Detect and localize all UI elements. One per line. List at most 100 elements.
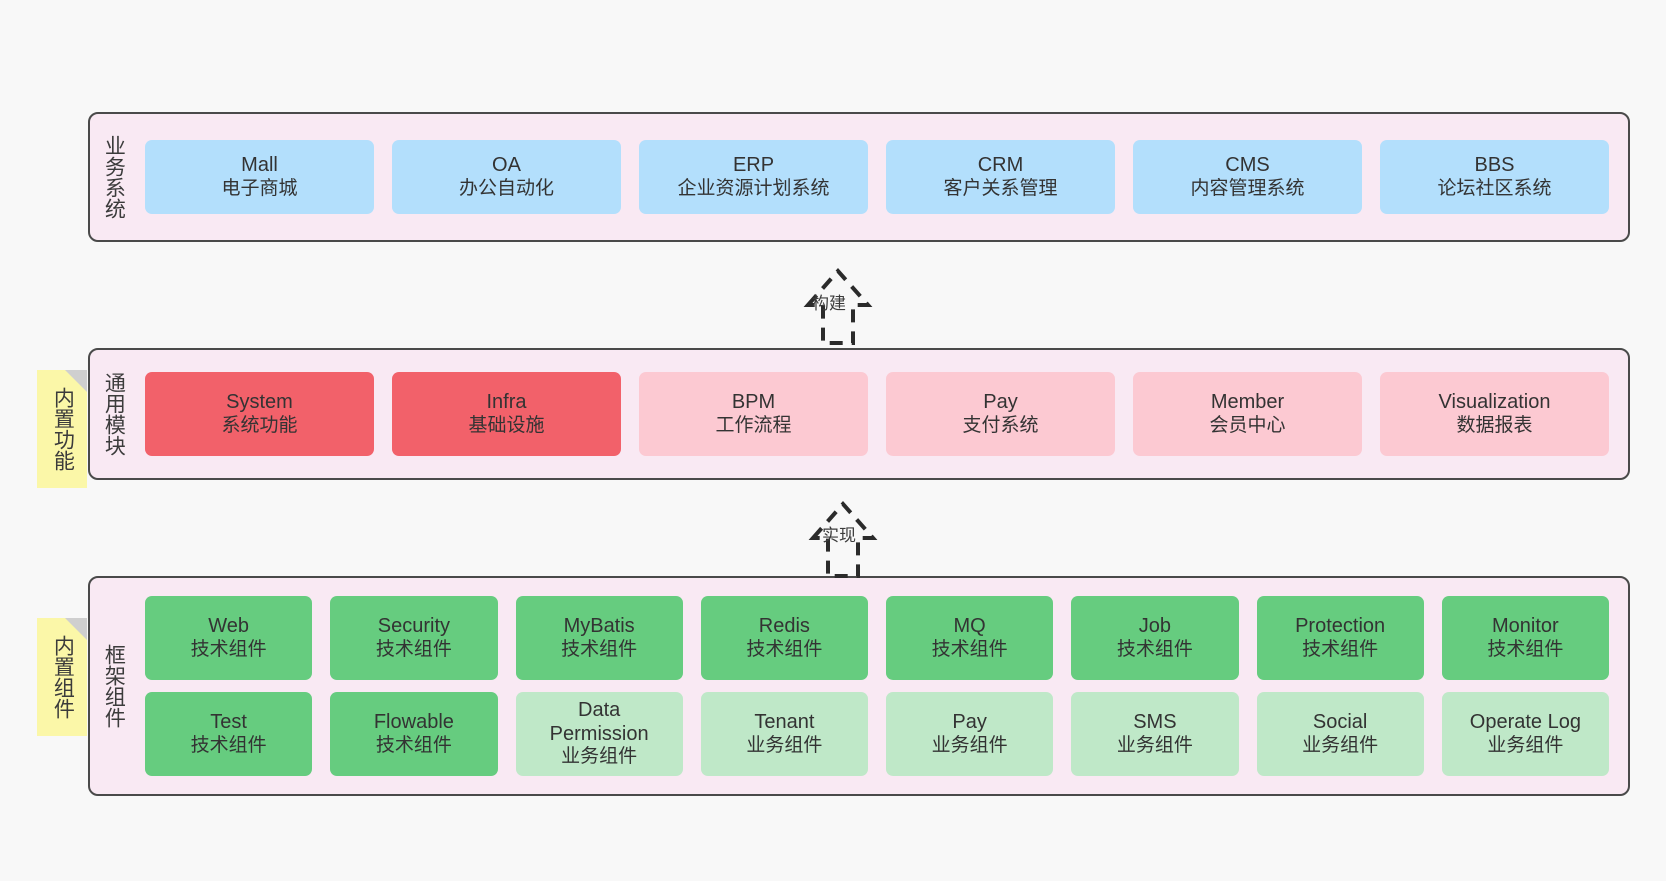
layer-business-system: 业务系统 Mall 电子商城 OA 办公自动化 ERP 企业资源计划系统 CRM… bbox=[88, 112, 1630, 242]
card-visualization-cn: 数据报表 bbox=[1456, 414, 1533, 436]
card-redis-en: Redis bbox=[758, 615, 810, 637]
card-bpm-en: BPM bbox=[731, 391, 776, 413]
note-builtin-function: 内置功能 bbox=[37, 370, 87, 488]
card-system-en: System bbox=[226, 391, 293, 413]
card-tenant-en: Tenant bbox=[754, 711, 815, 733]
card-flowable-cn: 技术组件 bbox=[375, 734, 452, 756]
card-sms-en: SMS bbox=[1133, 711, 1177, 733]
card-erp-en: ERP bbox=[732, 154, 775, 176]
card-web-cn: 技术组件 bbox=[190, 638, 267, 660]
card-protection-cn: 技术组件 bbox=[1302, 638, 1379, 660]
layer-common-module-title: 通用模块 bbox=[102, 372, 126, 456]
card-system[interactable]: System 系统功能 bbox=[145, 372, 374, 456]
card-infra-cn: 基础设施 bbox=[468, 414, 545, 436]
card-mall-en: Mall bbox=[241, 154, 278, 176]
card-mq-cn: 技术组件 bbox=[931, 638, 1008, 660]
card-web[interactable]: Web 技术组件 bbox=[145, 596, 313, 680]
implement-arrow-shape bbox=[808, 500, 878, 578]
card-bbs-cn: 论坛社区系统 bbox=[1437, 177, 1552, 199]
card-monitor-cn: 技术组件 bbox=[1487, 638, 1564, 660]
card-monitor-en: Monitor bbox=[1492, 615, 1559, 637]
card-security-cn: 技术组件 bbox=[375, 638, 452, 660]
card-mybatis[interactable]: MyBatis 技术组件 bbox=[515, 596, 683, 680]
layer-business-system-cards: Mall 电子商城 OA 办公自动化 ERP 企业资源计划系统 CRM 客户关系… bbox=[136, 114, 1628, 240]
note-builtin-component-label: 内置组件 bbox=[51, 635, 75, 719]
card-oa-en: OA bbox=[492, 154, 521, 176]
layer-business-system-title: 业务系统 bbox=[102, 135, 126, 219]
card-visualization-en: Visualization bbox=[1438, 391, 1551, 413]
card-sms-cn: 业务组件 bbox=[1116, 734, 1193, 756]
card-member[interactable]: Member 会员中心 bbox=[1133, 372, 1362, 456]
card-test-en: Test bbox=[210, 711, 247, 733]
card-bpm[interactable]: BPM 工作流程 bbox=[639, 372, 868, 456]
card-protection-en: Protection bbox=[1295, 615, 1386, 637]
card-flowable[interactable]: Flowable 技术组件 bbox=[330, 692, 498, 776]
card-mq-en: MQ bbox=[953, 615, 986, 637]
card-infra-en: Infra bbox=[486, 391, 527, 413]
implement-arrow: 实现 bbox=[765, 490, 935, 585]
card-test-cn: 技术组件 bbox=[190, 734, 267, 756]
card-bbs-en: BBS bbox=[1474, 154, 1515, 176]
card-web-en: Web bbox=[208, 615, 249, 637]
build-arrow: 构建 bbox=[750, 255, 920, 350]
card-sms[interactable]: SMS 业务组件 bbox=[1071, 692, 1239, 776]
card-cms-en: CMS bbox=[1225, 154, 1270, 176]
card-crm[interactable]: CRM 客户关系管理 bbox=[886, 140, 1115, 214]
card-crm-en: CRM bbox=[977, 154, 1024, 176]
card-cms[interactable]: CMS 内容管理系统 bbox=[1133, 140, 1362, 214]
card-security[interactable]: Security 技术组件 bbox=[330, 596, 498, 680]
card-job[interactable]: Job 技术组件 bbox=[1071, 596, 1239, 680]
card-mybatis-cn: 技术组件 bbox=[561, 638, 638, 660]
card-oa-cn: 办公自动化 bbox=[458, 177, 554, 199]
layer-common-module: 通用模块 System 系统功能 Infra 基础设施 BPM 工作流程 Pay… bbox=[88, 348, 1630, 480]
card-protection[interactable]: Protection 技术组件 bbox=[1256, 596, 1424, 680]
card-bbs[interactable]: BBS 论坛社区系统 bbox=[1380, 140, 1609, 214]
framework-row-business: Test 技术组件 Flowable 技术组件 Data Permission … bbox=[136, 692, 1618, 776]
note-fold-icon bbox=[65, 370, 87, 392]
card-mybatis-en: MyBatis bbox=[563, 615, 635, 637]
note-fold-icon bbox=[65, 618, 87, 640]
card-tenant-cn: 业务组件 bbox=[746, 734, 823, 756]
card-mq[interactable]: MQ 技术组件 bbox=[886, 596, 1054, 680]
card-social[interactable]: Social 业务组件 bbox=[1256, 692, 1424, 776]
card-mall-cn: 电子商城 bbox=[221, 177, 298, 199]
build-arrow-shape bbox=[803, 267, 873, 345]
card-security-en: Security bbox=[377, 615, 450, 637]
card-bpm-cn: 工作流程 bbox=[715, 414, 792, 436]
card-job-en: Job bbox=[1138, 615, 1171, 637]
card-job-cn: 技术组件 bbox=[1116, 638, 1193, 660]
card-redis-cn: 技术组件 bbox=[746, 638, 823, 660]
layer-common-module-cards: System 系统功能 Infra 基础设施 BPM 工作流程 Pay 支付系统… bbox=[136, 350, 1628, 478]
note-builtin-function-label: 内置功能 bbox=[51, 387, 75, 471]
note-builtin-component: 内置组件 bbox=[37, 618, 87, 736]
implement-arrow-label: 实现 bbox=[822, 526, 856, 545]
card-pay-module-en: Pay bbox=[983, 391, 1018, 413]
card-crm-cn: 客户关系管理 bbox=[943, 177, 1058, 199]
card-mall[interactable]: Mall 电子商城 bbox=[145, 140, 374, 214]
card-operate-log-en: Operate Log bbox=[1469, 711, 1581, 733]
framework-row-tech: Web 技术组件 Security 技术组件 MyBatis 技术组件 Redi… bbox=[136, 596, 1618, 680]
card-pay-module-cn: 支付系统 bbox=[962, 414, 1039, 436]
card-social-en: Social bbox=[1312, 711, 1368, 733]
card-pay-component-en: Pay bbox=[952, 711, 987, 733]
card-redis[interactable]: Redis 技术组件 bbox=[700, 596, 868, 680]
layer-framework-component-title: 框架组件 bbox=[102, 644, 126, 728]
card-member-cn: 会员中心 bbox=[1209, 414, 1286, 436]
card-data-permission[interactable]: Data Permission 业务组件 bbox=[515, 692, 683, 776]
card-operate-log[interactable]: Operate Log 业务组件 bbox=[1441, 692, 1609, 776]
card-pay-module[interactable]: Pay 支付系统 bbox=[886, 372, 1115, 456]
card-social-cn: 业务组件 bbox=[1302, 734, 1379, 756]
card-pay-component-cn: 业务组件 bbox=[931, 734, 1008, 756]
card-operate-log-cn: 业务组件 bbox=[1487, 734, 1564, 756]
card-monitor[interactable]: Monitor 技术组件 bbox=[1441, 596, 1609, 680]
card-member-en: Member bbox=[1210, 391, 1285, 413]
card-erp[interactable]: ERP 企业资源计划系统 bbox=[639, 140, 868, 214]
card-infra[interactable]: Infra 基础设施 bbox=[392, 372, 621, 456]
card-tenant[interactable]: Tenant 业务组件 bbox=[700, 692, 868, 776]
card-visualization[interactable]: Visualization 数据报表 bbox=[1380, 372, 1609, 456]
card-oa[interactable]: OA 办公自动化 bbox=[392, 140, 621, 214]
card-cms-cn: 内容管理系统 bbox=[1190, 177, 1305, 199]
card-pay-component[interactable]: Pay 业务组件 bbox=[886, 692, 1054, 776]
card-test[interactable]: Test 技术组件 bbox=[145, 692, 313, 776]
card-erp-cn: 企业资源计划系统 bbox=[677, 177, 830, 199]
